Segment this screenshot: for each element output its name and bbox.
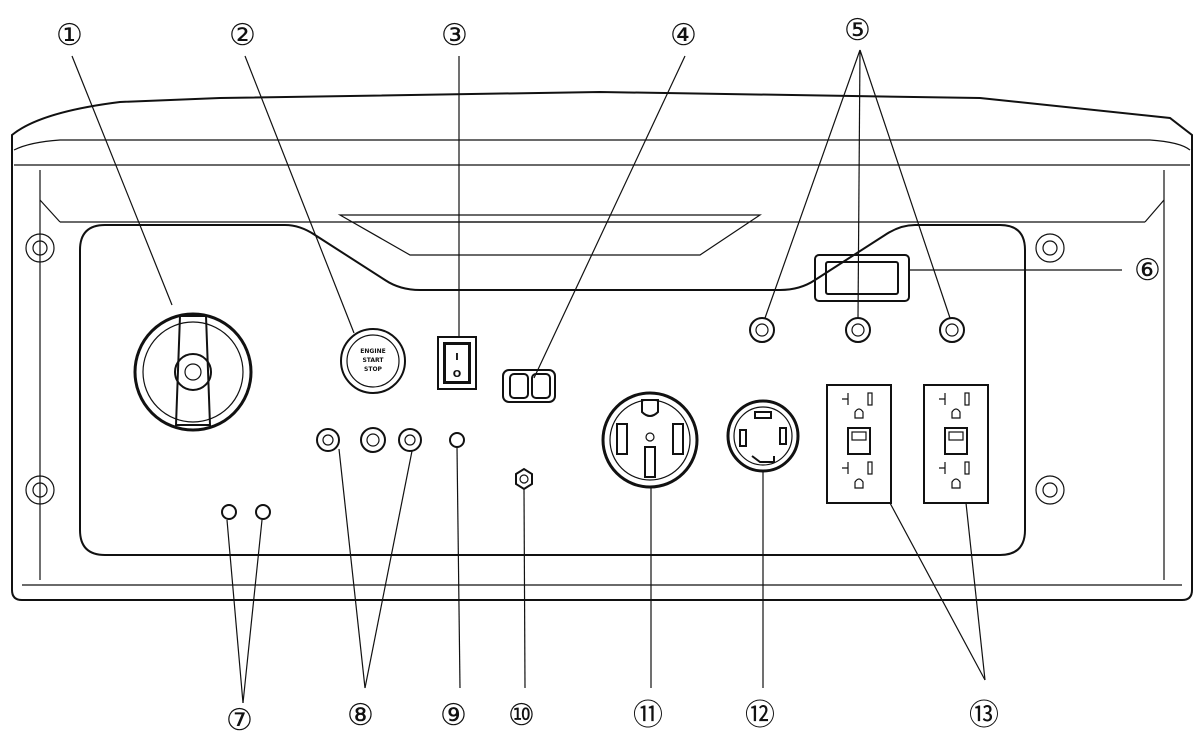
twist-lock-outlet (728, 401, 798, 471)
callout-3: ③ (441, 18, 468, 53)
callout-13: ⑬ (969, 698, 999, 733)
small-terminals (222, 505, 270, 519)
digital-meter (815, 255, 909, 301)
callout-4: ④ (670, 18, 697, 53)
engine-start-stop-button: ENGINE START STOP (341, 329, 405, 393)
callout-11: ⑪ (633, 698, 663, 733)
start-button-label-2: START (362, 357, 384, 364)
callout-10: ⑩ (508, 698, 535, 733)
outlet-50a (603, 393, 697, 487)
callout-12: ⑫ (745, 698, 775, 733)
callout-5: ⑤ (844, 13, 871, 48)
callout-2: ② (229, 18, 256, 53)
callout-9: ⑨ (440, 698, 467, 733)
ground-bolt (516, 469, 532, 489)
callout-1: ① (56, 18, 83, 53)
callout-labels: ① ② ③ ④ ⑤ ⑥ ⑦ ⑧ ⑨ ⑩ ⑪ ⑫ ⑬ (56, 13, 1161, 736)
choke-knob (135, 314, 251, 430)
callout-7: ⑦ (226, 703, 253, 736)
indicator-lights (750, 318, 964, 342)
breaker-toggles (503, 370, 555, 402)
connection-sockets (317, 428, 421, 452)
rocker-off-mark: O (453, 369, 462, 380)
duplex-outlets (827, 385, 988, 503)
rocker-switch: I O (438, 337, 476, 389)
start-button-label-3: STOP (364, 366, 383, 373)
leader-lines (72, 50, 1122, 703)
callout-6: ⑥ (1134, 253, 1161, 288)
rocker-on-mark: I (455, 352, 459, 363)
small-port (450, 433, 464, 447)
start-button-label-1: ENGINE (360, 348, 385, 355)
callout-8: ⑧ (347, 698, 374, 733)
housing-outline (12, 92, 1192, 600)
